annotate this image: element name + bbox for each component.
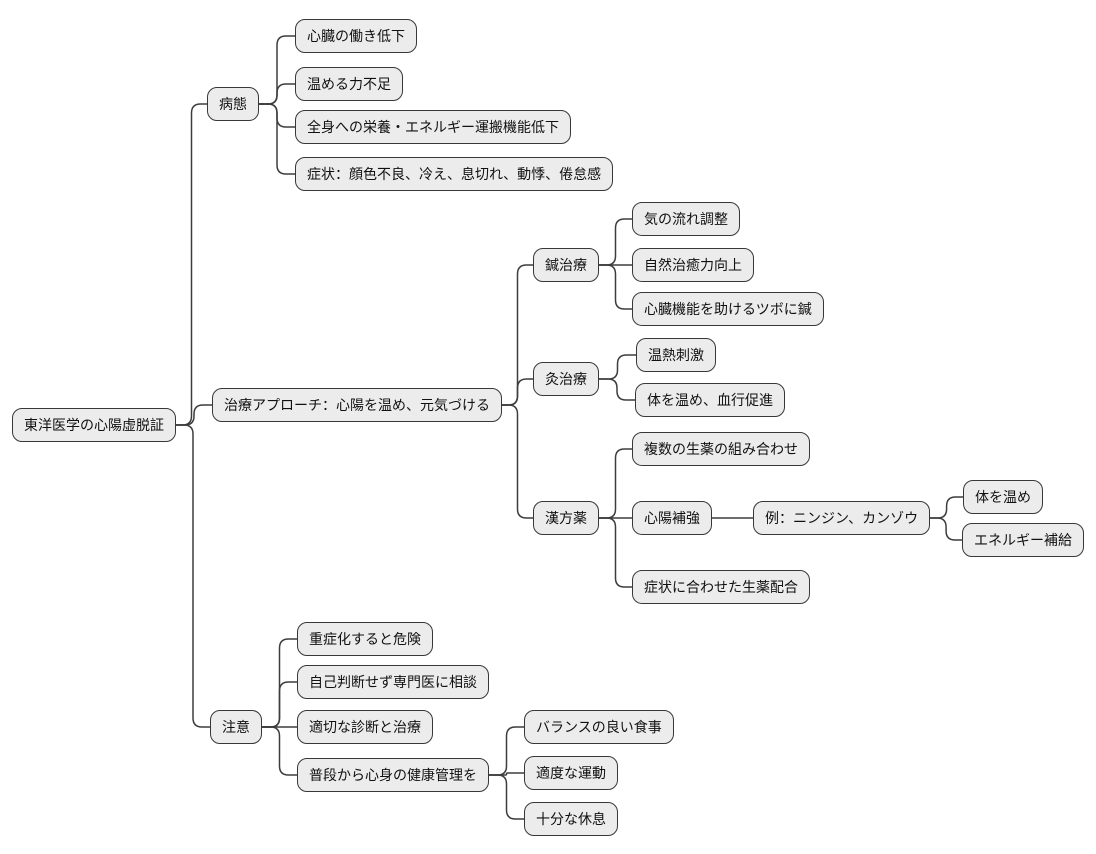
mindmap-link — [501, 404, 534, 519]
node-moderate-exercise: 適度な運動 — [524, 756, 618, 790]
node-example-ginseng-licorice: 例：ニンジン、カンゾウ — [753, 501, 931, 535]
node-sufficient-rest: 十分な休息 — [524, 802, 618, 836]
mindmap-link — [598, 218, 633, 266]
node-root: 東洋医学の心陽虚脱証 — [12, 408, 176, 442]
mindmap-link — [261, 726, 298, 776]
mindmap-link — [501, 378, 534, 406]
mindmap-link — [488, 774, 525, 820]
node-kampo-medicine: 漢方薬 — [533, 501, 599, 535]
node-warm-body: 体を温め — [963, 480, 1043, 514]
mindmap-link — [598, 378, 636, 401]
mindmap-link — [598, 517, 633, 588]
node-nutrient-energy-transport-decline: 全身への栄養・エネルギー運搬機能低下 — [295, 110, 571, 144]
node-heart-yang-reinforcement: 心陽補強 — [632, 501, 712, 535]
node-heart-function-decline: 心臓の働き低下 — [295, 19, 417, 53]
node-caution: 注意 — [210, 710, 262, 744]
node-symptom-matched-formula: 症状に合わせた生薬配合 — [632, 570, 810, 604]
node-treatment-approach: 治療アプローチ：心陽を温め、元気づける — [212, 388, 502, 422]
mindmap-link — [598, 354, 637, 380]
mindmap-link — [175, 424, 211, 728]
node-symptoms: 症状：顔色不良、冷え、息切れ、動悸、倦怠感 — [295, 157, 614, 191]
mindmap-link — [488, 772, 525, 776]
node-warming-power-shortage: 温める力不足 — [295, 67, 403, 101]
mindmap-link — [598, 264, 633, 310]
mindmap-link — [258, 83, 296, 105]
mindmap-link — [258, 103, 296, 175]
node-acupuncture: 鍼治療 — [533, 248, 599, 282]
mindmap-link — [598, 448, 633, 519]
node-natural-healing-boost: 自然治癒力向上 — [632, 248, 754, 282]
node-balanced-diet: バランスの良い食事 — [524, 710, 674, 744]
mindmap-link — [261, 681, 298, 728]
node-proper-diagnosis-treatment: 適切な診断と治療 — [297, 710, 433, 744]
node-energy-supply: エネルギー補給 — [962, 523, 1084, 557]
node-daily-health-management: 普段から心身の健康管理を — [297, 758, 489, 792]
node-warm-body-blood-circulation: 体を温め、血行促進 — [635, 383, 785, 417]
mindmap-link — [175, 404, 213, 426]
mindmap-link — [929, 496, 964, 519]
node-heart-support-points: 心臓機能を助けるツボに鍼 — [632, 292, 824, 326]
mindmap-link — [929, 517, 963, 541]
node-pathology: 病態 — [207, 87, 259, 121]
mindmap-link — [175, 103, 208, 426]
node-qi-flow-adjustment: 気の流れ調整 — [632, 202, 740, 236]
mindmap-link — [488, 726, 525, 776]
node-heat-stimulation: 温熱刺激 — [636, 338, 716, 372]
node-herb-combination: 複数の生薬の組み合わせ — [632, 432, 810, 466]
node-consult-specialist: 自己判断せず専門医に相談 — [297, 665, 489, 699]
node-moxibustion: 灸治療 — [533, 362, 599, 396]
node-severe-risk: 重症化すると危険 — [297, 622, 433, 656]
